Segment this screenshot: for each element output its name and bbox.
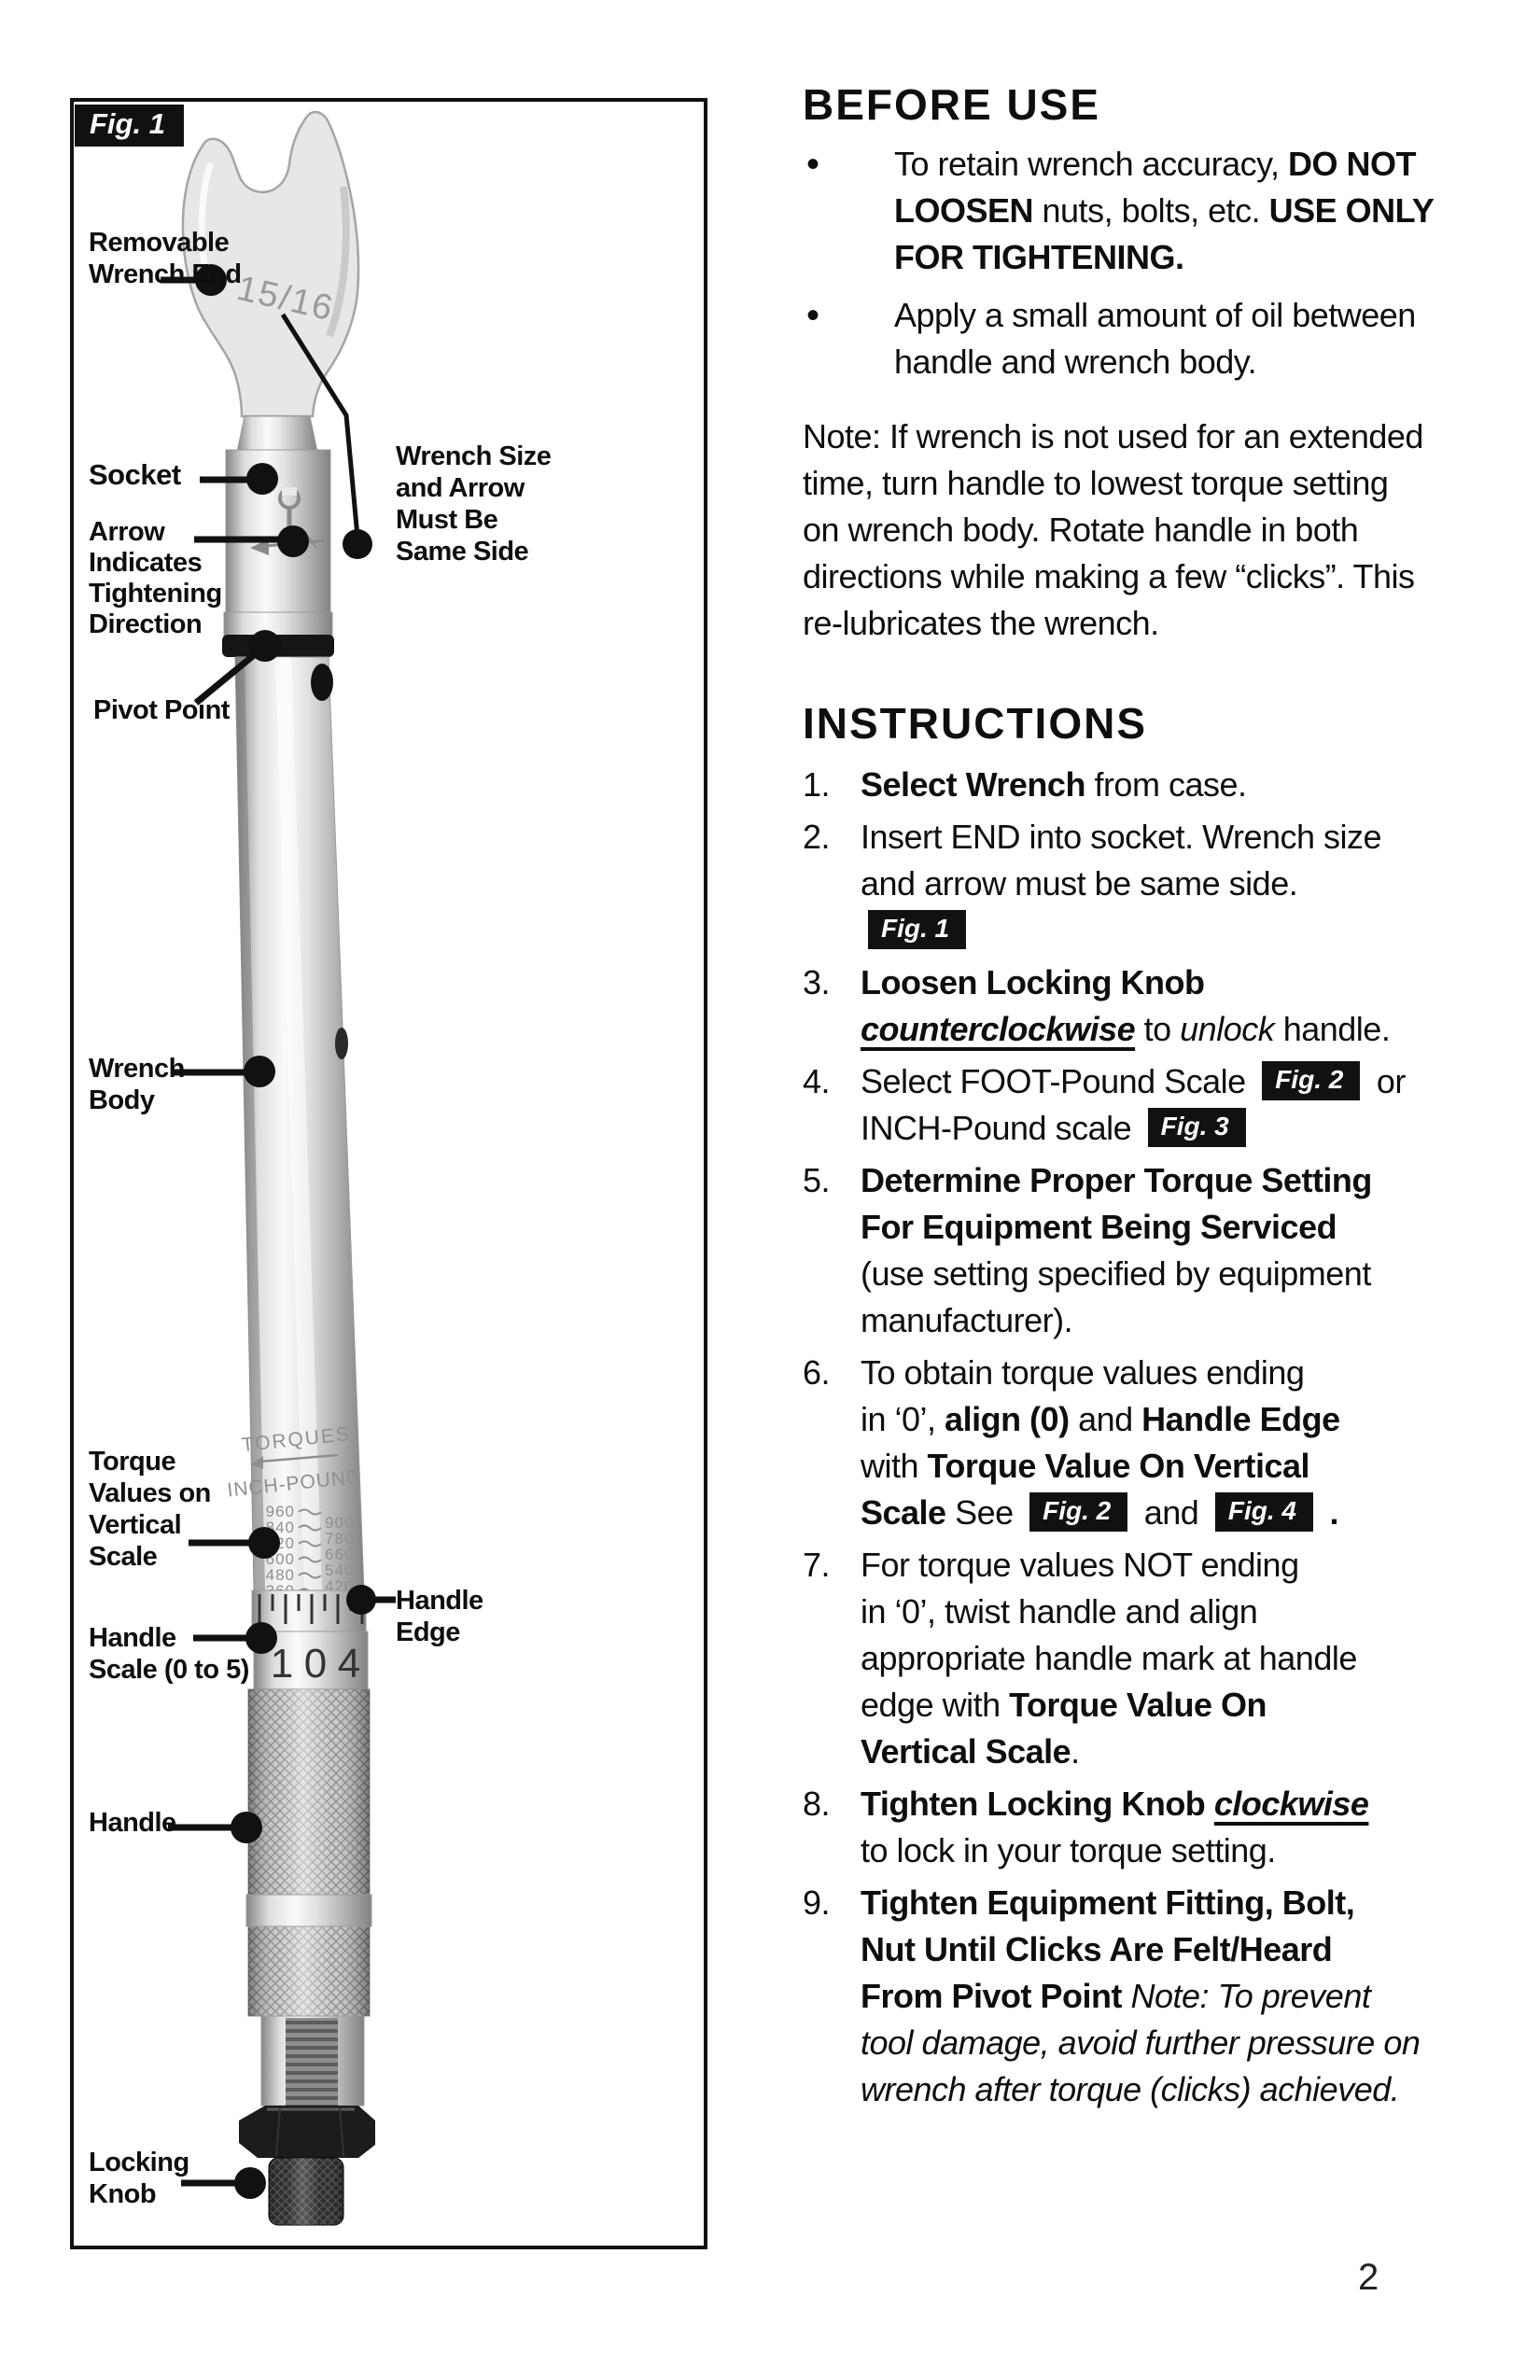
before-use-section: BEFORE USE • To retain wrench accuracy, … (803, 79, 1456, 385)
label-locking-knob: Locking Knob (89, 2148, 189, 2209)
svg-text:4: 4 (338, 1641, 360, 1687)
label-wrench-size: Wrench Size and Arrow Must Be Same Side (396, 441, 552, 567)
svg-text:900: 900 (325, 1514, 354, 1532)
label-handle: Handle (89, 1808, 176, 1838)
torque-wrench-illustration: 15/16 TORQUES (161, 110, 396, 2226)
item-number: 1. (803, 765, 831, 804)
label-removable-wrench-end: Removable Wrench End (89, 228, 242, 289)
instruction-item: 9. Tighten Equipment Fitting, Bolt,Nut U… (803, 1880, 1456, 2113)
svg-text:780: 780 (325, 1530, 354, 1547)
hex-nut (239, 2106, 375, 2158)
wrench-neck (236, 415, 318, 453)
item-number: 8. (803, 1785, 831, 1823)
svg-text:1: 1 (271, 1641, 293, 1687)
item-number: 5. (803, 1161, 831, 1199)
page-number: 2 (1358, 2257, 1379, 2298)
label-torque-values: Torque Values on Vertical Scale (89, 1447, 211, 1572)
callout-leaders (161, 264, 396, 2199)
pivot-ring (223, 611, 333, 637)
instructions-section: INSTRUCTIONS 1. Select Wrench from case.… (803, 698, 1456, 2119)
handle-edge-ring (251, 1589, 367, 1632)
item-number: 4. (803, 1062, 831, 1100)
svg-text:540: 540 (325, 1561, 354, 1579)
before-use-heading: BEFORE USE (803, 80, 1101, 129)
bullet-marker: • (806, 295, 819, 336)
label-handle-scale: Handle Scale (0 to 5) (89, 1623, 249, 1685)
item-number: 6. (803, 1353, 831, 1392)
wrench-socket (225, 449, 331, 621)
note-paragraph: Note: If wrench is not used for an exten… (803, 417, 1423, 642)
instructions-heading: INSTRUCTIONS (803, 699, 1147, 748)
locking-knob-part (268, 2157, 344, 2226)
handle-collar (260, 2015, 365, 2107)
label-handle-edge: Handle Edge (396, 1586, 483, 1647)
svg-text:480: 480 (266, 1566, 295, 1584)
wrench-open-end-head: 15/16 (181, 110, 360, 418)
instruction-item: 1. Select Wrench from case. (803, 762, 1456, 808)
item-text: Select Wrench from case. (861, 765, 1247, 804)
item-number: 3. (803, 963, 831, 1001)
bullet-marker: • (806, 144, 819, 185)
svg-text:660: 660 (325, 1546, 354, 1563)
svg-text:960: 960 (266, 1503, 295, 1520)
item-number: 7. (803, 1546, 831, 1584)
svg-text:0: 0 (304, 1641, 327, 1687)
figure-1-tag: Fig. 1 (75, 105, 184, 147)
label-arrow-indicates: Arrow Indicates Tightening Direction (89, 517, 222, 639)
item-number: 2. (803, 818, 831, 856)
label-socket: Socket (89, 458, 181, 491)
item-number: 9. (803, 1883, 831, 1922)
label-pivot-point: Pivot Point (93, 695, 230, 725)
item-text: Tighten Equipment Fitting, Bolt,Nut Unti… (861, 1883, 1421, 2108)
figure-1-box (70, 98, 707, 2249)
label-wrench-body: Wrench Body (89, 1054, 185, 1115)
wrench-body-shaft (234, 656, 365, 1591)
knurled-handle (245, 1688, 372, 2017)
